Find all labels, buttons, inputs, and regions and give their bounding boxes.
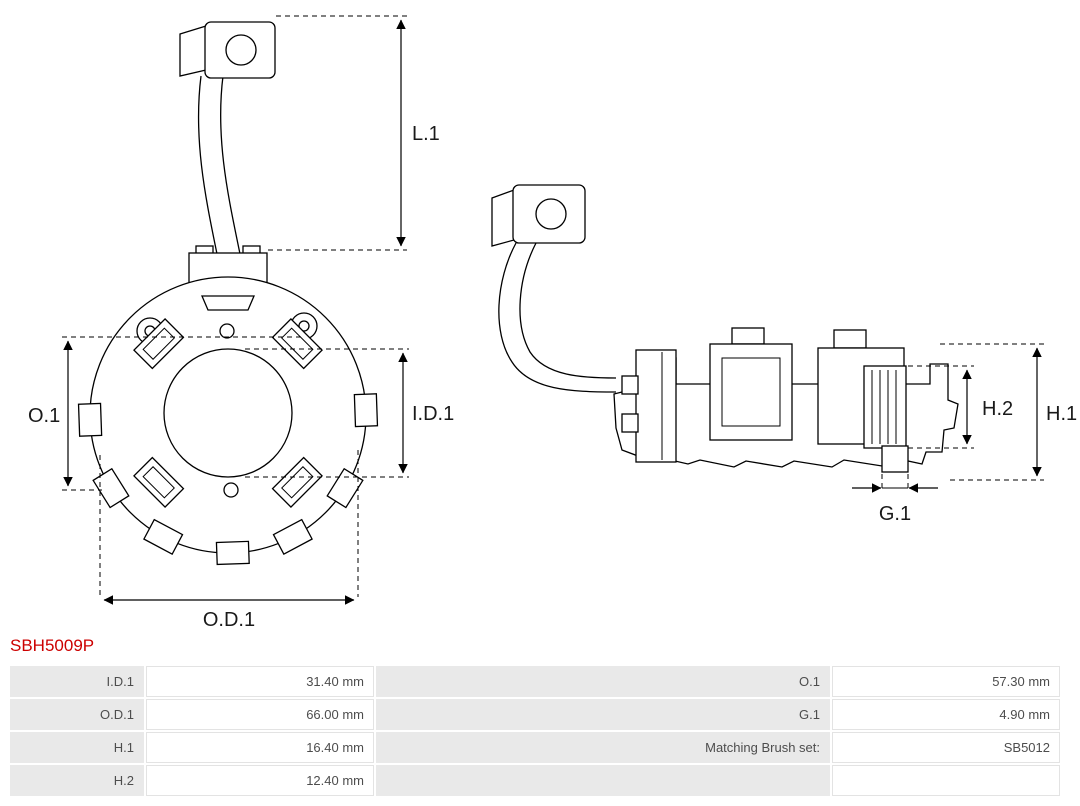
part-number: SBH5009P (10, 636, 95, 655)
dimension-label-l1: L.1 (412, 123, 440, 145)
dimension-h2: H.2 (908, 365, 1013, 449)
spec-value-cell: 16.40 mm (146, 732, 374, 763)
dimension-l1: L.1 (268, 15, 440, 251)
spec-label-cell: O.1 (376, 666, 830, 697)
dimension-g1: G.1 (852, 474, 938, 525)
spec-label-cell: Matching Brush set: (376, 732, 830, 763)
spec-value-cell: 31.40 mm (146, 666, 374, 697)
spec-label-cell: G.1 (376, 699, 830, 730)
spec-label-cell: H.2 (10, 765, 144, 796)
dimension-id1: I.D.1 (245, 348, 454, 478)
dimension-label-h2: H.2 (982, 398, 1013, 420)
dimension-label-od1: O.D.1 (203, 609, 255, 631)
spec-value-cell: 57.30 mm (832, 666, 1060, 697)
dimension-label-o1: O.1 (28, 405, 60, 427)
spec-value-cell: 12.40 mm (146, 765, 374, 796)
front-view-drawing (77, 21, 379, 566)
dimension-o1: O.1 (28, 336, 305, 491)
dimension-label-id1: I.D.1 (412, 403, 454, 425)
rim-tabs (77, 393, 379, 566)
spec-value-cell: SB5012 (832, 732, 1060, 763)
technical-diagram: L.1 O.1 I.D.1 O.D.1 (28, 15, 1077, 631)
spec-label-cell: I.D.1 (10, 666, 144, 697)
spec-label-cell (376, 765, 830, 796)
dimension-label-h1: H.1 (1046, 403, 1077, 425)
spec-value-cell: 66.00 mm (146, 699, 374, 730)
dimension-h1: H.1 (940, 343, 1077, 481)
dimension-label-g1: G.1 (879, 503, 911, 525)
spec-label-cell: O.D.1 (10, 699, 144, 730)
spec-label-cell: H.1 (10, 732, 144, 763)
dimension-od1: O.D.1 (99, 450, 359, 631)
side-view-drawing (491, 184, 959, 473)
spec-value-cell (832, 765, 1060, 796)
spec-table: I.D.1 31.40 mm O.1 57.30 mm O.D.1 66.00 … (10, 666, 1062, 796)
spec-value-cell: 4.90 mm (832, 699, 1060, 730)
technical-diagram-svg: L.1 O.1 I.D.1 O.D.1 (28, 15, 1077, 631)
